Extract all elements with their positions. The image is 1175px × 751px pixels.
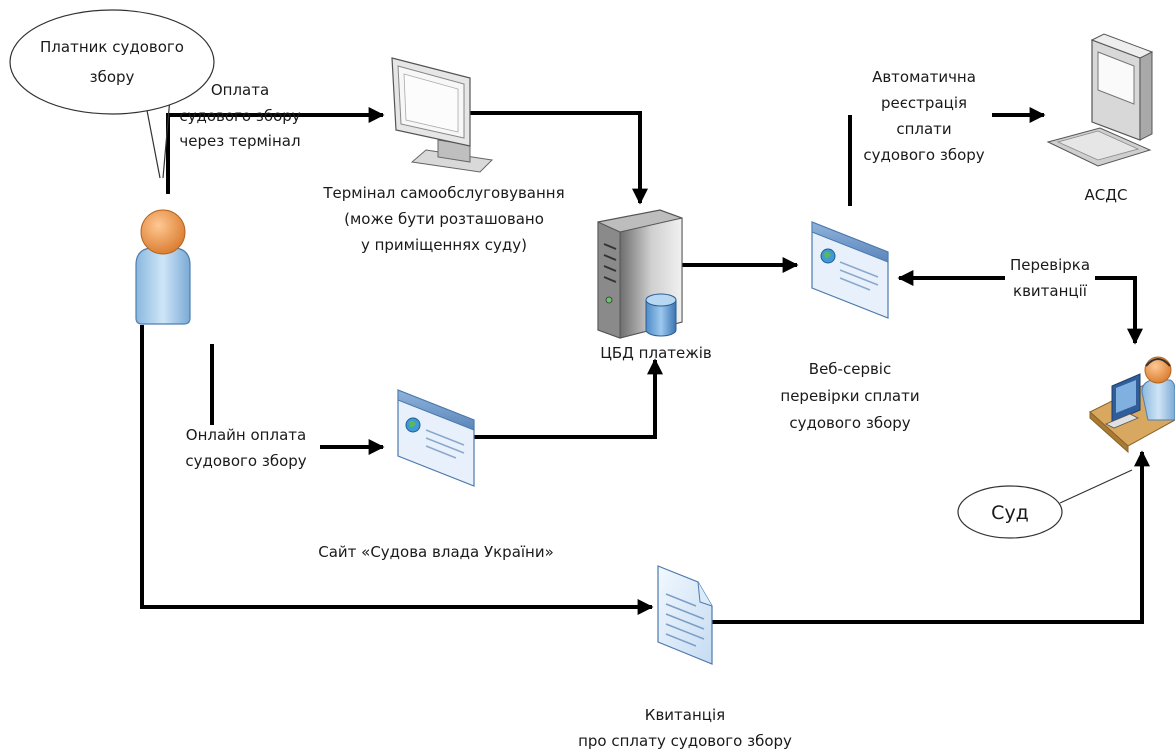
receipt-check-label: Перевірка квитанції [1010, 256, 1090, 300]
payer-bubble-line2: збору [90, 68, 135, 86]
terminal-monitor-icon [391, 57, 494, 173]
cbd-label: ЦБД платежів [600, 344, 712, 362]
terminal-caption-line2: (може бути розташовано [344, 210, 544, 228]
web-service-line2: перевірки сплати [780, 387, 919, 405]
connectors [140, 107, 1150, 624]
payer-speech-bubble: Платник судового збору [9, 9, 215, 179]
receipt-check-line2: квитанції [1013, 282, 1088, 300]
payer-person-icon [135, 209, 191, 325]
auto-registration-label: Автоматична реєстрація сплати судового з… [863, 68, 984, 164]
receipt-caption-line2: про сплату судового збору [578, 732, 792, 750]
auto-registration-line4: судового збору [863, 146, 984, 164]
web-service-caption: Веб-сервіс перевірки сплати судового збо… [780, 360, 919, 432]
site-label: Сайт «Судова влада України» [318, 543, 554, 561]
court-operator-icon [1089, 356, 1175, 454]
terminal-payment-line3: через термінал [179, 132, 300, 150]
receipt-check-line1: Перевірка [1010, 256, 1090, 274]
database-icon [645, 293, 677, 337]
payer-bubble-line1: Платник судового [40, 38, 184, 56]
online-payment-line2: судового збору [185, 452, 306, 470]
arrow-payer-to-receipt [140, 325, 654, 615]
asds-computer-icon [1046, 33, 1154, 167]
receipt-caption-line1: Квитанція [645, 706, 725, 724]
auto-registration-line3: сплати [896, 120, 951, 138]
terminal-caption-line1: Термінал самообслуговування [322, 184, 564, 202]
web-service-line1: Веб-сервіс [809, 360, 891, 378]
web-service-browser-icon [811, 221, 889, 319]
auto-registration-line1: Автоматична [872, 68, 976, 86]
asds-label: АСДС [1085, 186, 1128, 204]
court-speech-bubble: Суд [957, 469, 1133, 539]
receipt-caption: Квитанція про сплату судового збору [578, 706, 792, 750]
web-service-line3: судового збору [789, 414, 910, 432]
arrow-terminal-to-cbd [464, 111, 648, 205]
terminal-caption: Термінал самообслуговування (може бути р… [322, 184, 564, 254]
auto-registration-line2: реєстрація [881, 94, 967, 112]
online-payment-line1: Онлайн оплата [186, 426, 306, 444]
online-payment-label: Онлайн оплата судового збору [185, 426, 306, 470]
arrow-site-to-cbd [462, 358, 663, 465]
site-browser-icon [397, 389, 475, 487]
arrow-payer-to-terminal [166, 107, 385, 194]
court-bubble-label: Суд [991, 502, 1029, 524]
terminal-payment-label: Оплата судового збору через термінал [179, 81, 300, 150]
arrow-receipt-to-court [708, 450, 1150, 624]
receipt-document-icon [657, 565, 713, 665]
terminal-payment-line2: судового збору [179, 107, 300, 125]
terminal-payment-line1: Оплата [211, 81, 269, 99]
terminal-caption-line3: у приміщеннях суду) [361, 236, 527, 254]
arrow-payer-to-site [210, 344, 383, 447]
